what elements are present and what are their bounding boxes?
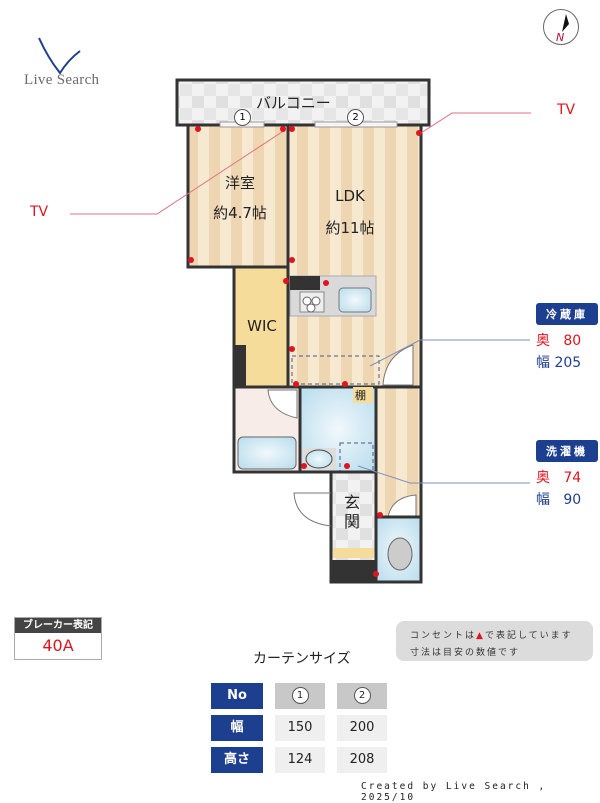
- outlet-markers: [188, 126, 422, 577]
- fridge-badge: 冷蔵庫: [536, 303, 598, 325]
- shelf-label: 棚: [355, 389, 366, 402]
- footer-credit: Created by Live Search , 2025/10: [361, 781, 547, 803]
- note-line-2: 寸法は目安の数値です: [410, 648, 521, 658]
- room-ldk: [286, 123, 423, 389]
- breaker-label: ブレーカー表記: [15, 618, 101, 633]
- room-wic-name: WIC: [247, 317, 277, 335]
- curtain-col-1-no: 1: [275, 683, 325, 709]
- washer-depth: 74: [563, 470, 582, 486]
- curtain-col-1-height: 124: [275, 747, 325, 773]
- curtain-col-1-width: 150: [275, 715, 325, 741]
- room-western: [186, 123, 290, 269]
- compass-north-label: N: [556, 31, 565, 44]
- breaker-box: ブレーカー表記 40A: [14, 617, 102, 660]
- tv-label-left: TV: [30, 204, 49, 220]
- fridge-width: 205: [554, 355, 582, 371]
- room-western-name: 洋室: [224, 174, 255, 192]
- washer-badge: 洗濯機: [536, 440, 598, 462]
- breaker-value: 40A: [15, 633, 101, 659]
- curtain-header-no: No: [211, 683, 263, 709]
- notes-box: コンセントは▲で表記しています 寸法は目安の数値です: [396, 621, 593, 661]
- tv-label-right: TV: [557, 102, 576, 118]
- note-line-1: コンセントは▲で表記しています: [410, 631, 573, 641]
- balcony-label: バルコニー: [256, 94, 331, 112]
- room-entrance-name: 玄関: [343, 493, 360, 531]
- window-1-marker: 1: [234, 107, 251, 126]
- room-western-size: 約4.7帖: [213, 204, 267, 222]
- curtain-header-width: 幅: [211, 715, 263, 741]
- window-2-marker: 2: [347, 107, 364, 126]
- curtain-col-2-height: 208: [337, 747, 387, 773]
- curtain-title: カーテンサイズ: [253, 651, 351, 667]
- corridor: [374, 385, 423, 519]
- fridge-depth: 80: [563, 333, 582, 349]
- fridge-spec: 冷蔵庫 奥 80 幅 205: [536, 303, 598, 372]
- room-ldk-size: 約11帖: [325, 219, 375, 237]
- washer-width: 90: [563, 492, 582, 508]
- logo-mark-icon: [38, 37, 81, 75]
- room-ldk-name: LDK: [335, 187, 365, 205]
- curtain-header-height: 高さ: [211, 747, 263, 773]
- floor-plan: [70, 78, 531, 584]
- compass-icon: [543, 9, 579, 45]
- washer-spec: 洗濯機 奥 74 幅 90: [536, 440, 598, 509]
- curtain-col-2-width: 200: [337, 715, 387, 741]
- logo-text: Live Search: [24, 72, 100, 88]
- curtain-col-2-no: 2: [337, 683, 387, 709]
- outlet-icon: ▲: [476, 631, 485, 641]
